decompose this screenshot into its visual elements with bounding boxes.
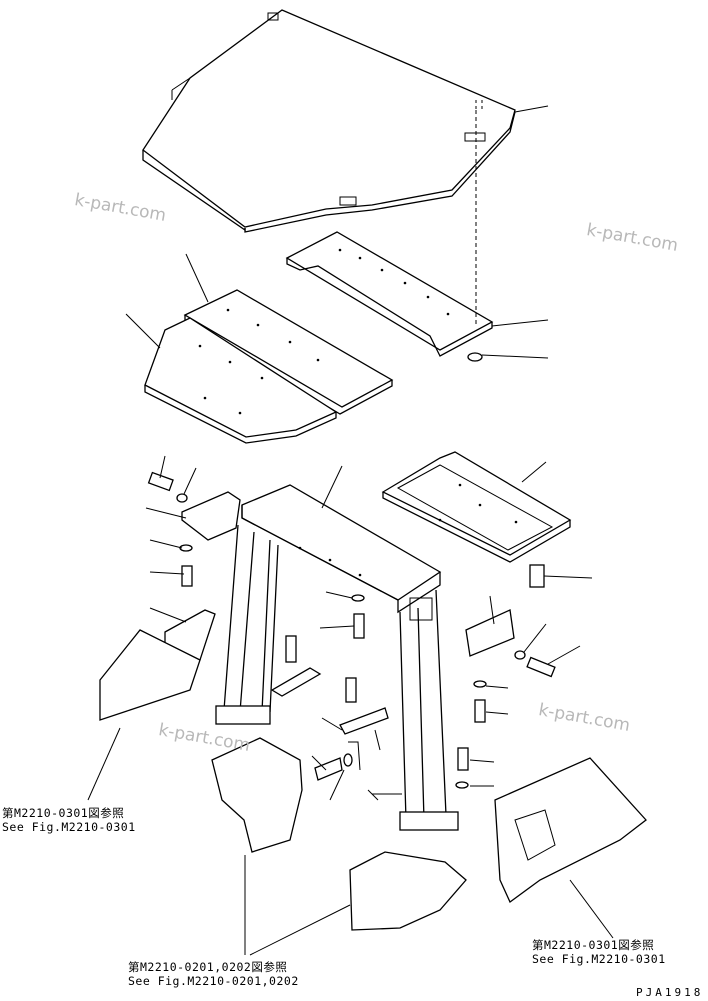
lower-chassis-right: [494, 757, 647, 903]
reference-right: 第M2210-0301図参照 See Fig.M2210-0301: [532, 938, 666, 966]
center-brackets-and-bolts: [270, 594, 389, 781]
left-brackets-and-bolts: [99, 471, 241, 721]
reference-bottom: 第M2210-0201,0202図参照 See Fig.M2210-0201,0…: [128, 960, 299, 988]
reference-right-jp: 第M2210-0301図参照: [532, 938, 655, 952]
lower-chassis-left: [211, 737, 303, 853]
canopy-roof: [142, 9, 516, 233]
reference-bottom-jp: 第M2210-0201,0202図参照: [128, 960, 288, 974]
washer: [467, 352, 483, 362]
reference-left-jp: 第M2210-0301図参照: [2, 806, 125, 820]
reference-left: 第M2210-0301図参照 See Fig.M2210-0301: [2, 806, 136, 834]
inner-roof-panel-left: [144, 289, 394, 444]
drawing-code: PJA1918: [636, 986, 704, 999]
inner-roof-panel-right: [285, 231, 494, 357]
right-brackets-and-bolts: [455, 564, 556, 789]
lower-chassis-center: [349, 851, 467, 931]
main-frame: [215, 484, 459, 831]
reference-left-en: See Fig.M2210-0301: [2, 820, 136, 834]
reference-bottom-en: See Fig.M2210-0201,0202: [128, 974, 299, 988]
leader-lines: [87, 105, 614, 956]
right-tray: [381, 451, 572, 563]
reference-right-en: See Fig.M2210-0301: [532, 952, 666, 966]
